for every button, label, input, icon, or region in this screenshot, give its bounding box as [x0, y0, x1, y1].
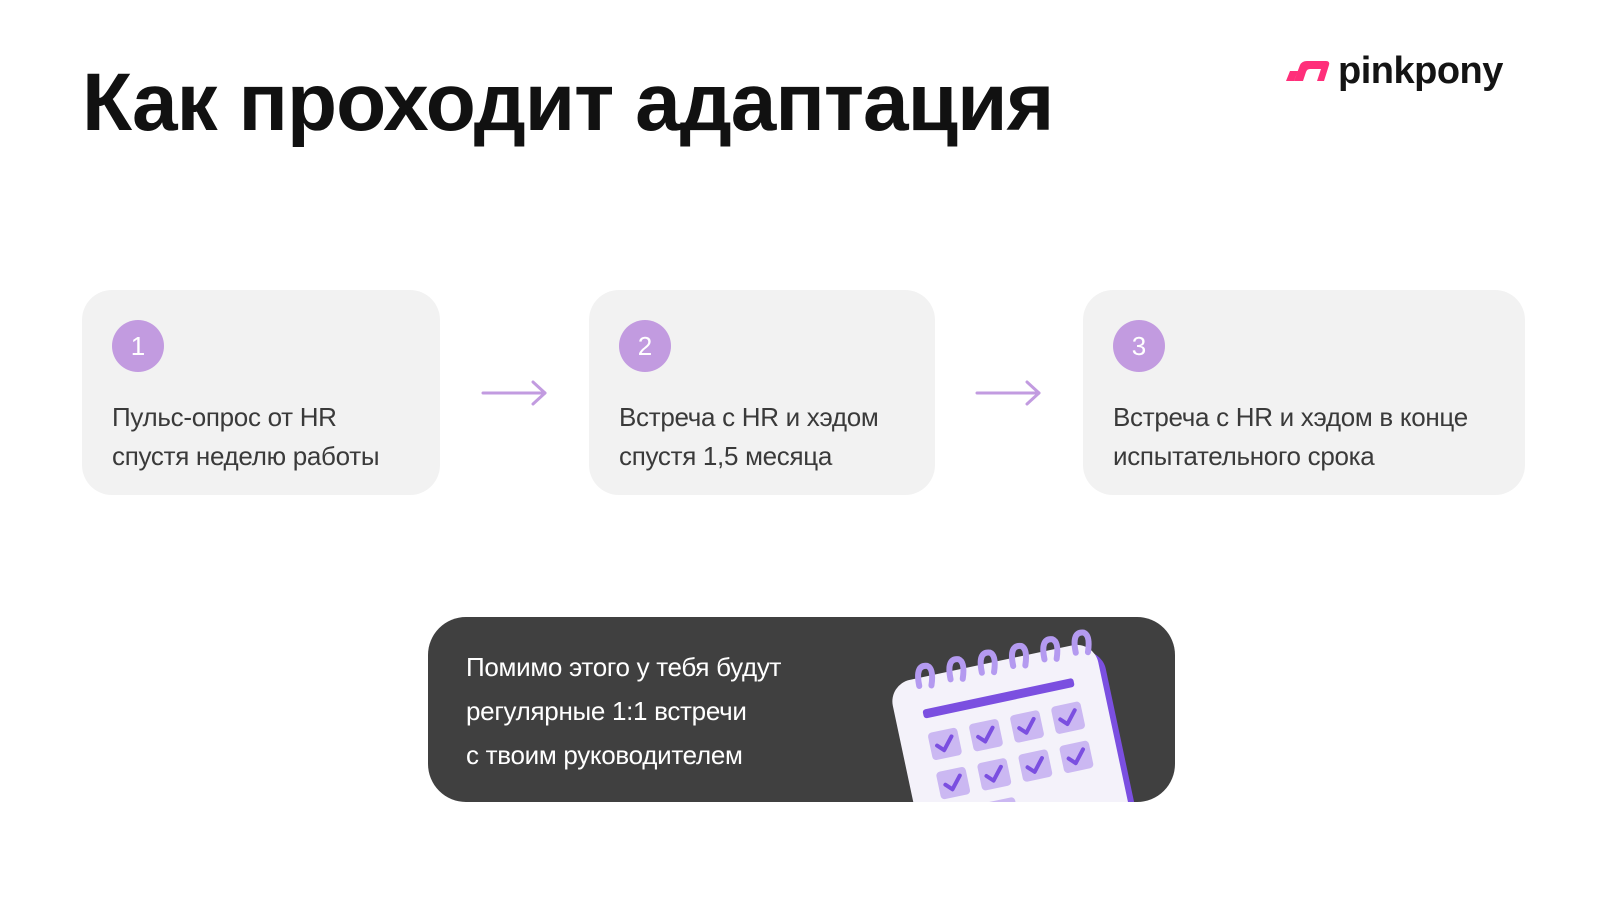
step-number-badge: 1 — [112, 320, 164, 372]
step-description: Встреча с HR и хэдом в конце испытательн… — [1113, 398, 1507, 476]
one-on-one-note-card: Помимо этого у тебя будут регулярные 1:1… — [428, 617, 1175, 802]
step-description: Пульс-опрос от HR спустя неделю работы — [112, 398, 422, 476]
step-line: спустя неделю работы — [112, 441, 380, 471]
step-line: Встреча с HR и хэдом в конце — [1113, 402, 1468, 432]
step-line: Встреча с HR и хэдом — [619, 402, 879, 432]
step-number-badge: 3 — [1113, 320, 1165, 372]
step-description: Встреча с HR и хэдом спустя 1,5 месяца — [619, 398, 917, 476]
note-line: Помимо этого у тебя будут — [466, 652, 782, 682]
step-line: спустя 1,5 месяца — [619, 441, 833, 471]
step-number-badge: 2 — [619, 320, 671, 372]
logo-text: pinkpony — [1338, 50, 1503, 92]
note-line: с твоим руководителем — [466, 740, 743, 770]
brand-logo: pinkpony — [1286, 50, 1503, 93]
pinkpony-logo-icon — [1286, 60, 1330, 81]
page-title: Как проходит адаптация — [82, 57, 1054, 148]
note-line: регулярные 1:1 встречи — [466, 696, 747, 726]
calendar-icon — [892, 629, 1137, 802]
step-line: Пульс-опрос от HR — [112, 402, 337, 432]
step-card-2: 2 Встреча с HR и хэдом спустя 1,5 месяца — [589, 290, 935, 495]
step-card-3: 3 Встреча с HR и хэдом в конце испытател… — [1083, 290, 1525, 495]
arrow-right-icon — [481, 380, 547, 406]
step-card-1: 1 Пульс-опрос от HR спустя неделю работы — [82, 290, 440, 495]
arrow-right-icon — [975, 380, 1041, 406]
note-text: Помимо этого у тебя будут регулярные 1:1… — [466, 645, 866, 777]
step-line: испытательного срока — [1113, 441, 1375, 471]
